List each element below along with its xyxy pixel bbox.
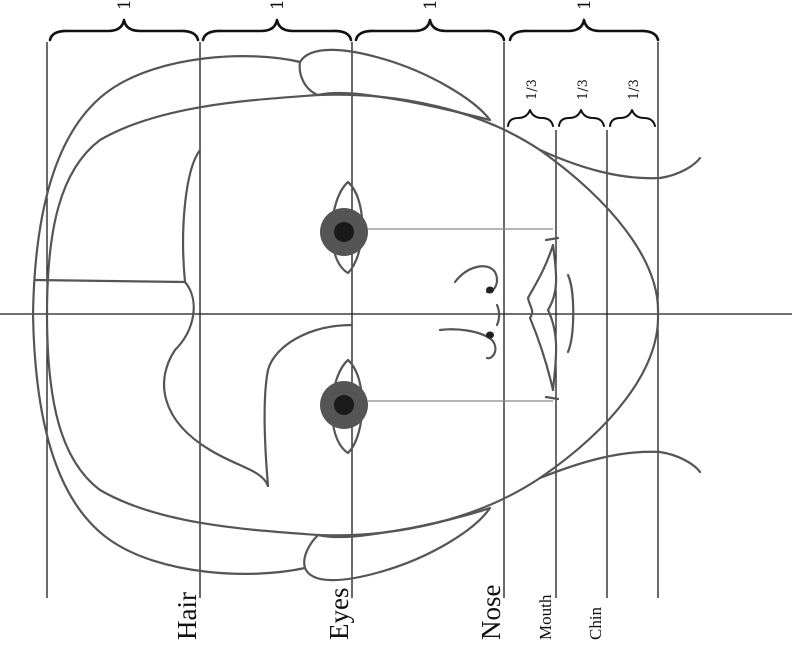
eye-top — [320, 180, 368, 275]
nose-bottom-curve — [438, 328, 497, 360]
brace-third-1 — [507, 109, 554, 127]
nostril-bottom — [486, 331, 494, 339]
mouth-corner-top — [544, 236, 560, 242]
fraction-quarter-2: 1/4 — [268, 0, 288, 10]
nostril-top — [486, 286, 494, 294]
fraction-quarter-3: 1/4 — [421, 0, 441, 10]
brace-third-2 — [558, 109, 605, 127]
third-fractions: 1/3 1/3 1/3 — [525, 79, 642, 100]
brace-quarter-2 — [201, 18, 353, 42]
ear-top — [538, 148, 702, 180]
hair-side-bottom — [263, 323, 354, 488]
eye-bottom-pupil — [334, 395, 354, 415]
brace-quarter-1 — [48, 18, 200, 42]
eye-bottom — [320, 358, 368, 455]
quarter-fractions: 1/4 1/4 1/4 1/4 — [115, 0, 595, 10]
label-nose: Nose — [476, 584, 506, 640]
section-labels: Hair Eyes Nose Mouth Chin — [172, 584, 605, 640]
guide-lines — [0, 42, 792, 598]
fraction-third-1: 1/3 — [525, 79, 540, 100]
fraction-quarter-4: 1/4 — [575, 0, 595, 10]
label-mouth: Mouth — [536, 594, 555, 640]
eye-top-pupil — [334, 222, 354, 242]
label-chin: Chin — [586, 606, 605, 640]
label-eyes: Eyes — [324, 588, 354, 640]
hair-part-line — [33, 278, 270, 488]
third-braces — [507, 109, 656, 127]
mouth-lower-contour — [566, 273, 575, 354]
hair-side-top — [182, 148, 202, 284]
face-drawing — [31, 48, 702, 582]
head-outline — [31, 55, 307, 575]
hair-tuft-bottom — [303, 506, 492, 582]
mouth — [526, 236, 575, 401]
eye-top-outline — [330, 180, 364, 275]
brace-quarter-4 — [508, 18, 660, 42]
hair-inner-outline — [45, 93, 320, 537]
brace-third-3 — [609, 109, 656, 127]
nose-tip — [495, 303, 501, 327]
quarter-braces — [48, 18, 660, 42]
fraction-quarter-1: 1/4 — [115, 0, 135, 10]
label-hair: Hair — [172, 592, 202, 640]
nose — [438, 265, 501, 360]
hair-tuft-top — [298, 48, 492, 122]
brace-quarter-3 — [354, 18, 506, 42]
face-oval — [316, 93, 660, 537]
mouth-lower-lip — [546, 243, 558, 392]
ear-bottom — [538, 450, 702, 480]
fraction-third-2: 1/3 — [576, 79, 591, 100]
mouth-corner-bottom — [544, 395, 560, 401]
mouth-upper-lip — [526, 243, 555, 392]
fraction-third-3: 1/3 — [627, 79, 642, 100]
